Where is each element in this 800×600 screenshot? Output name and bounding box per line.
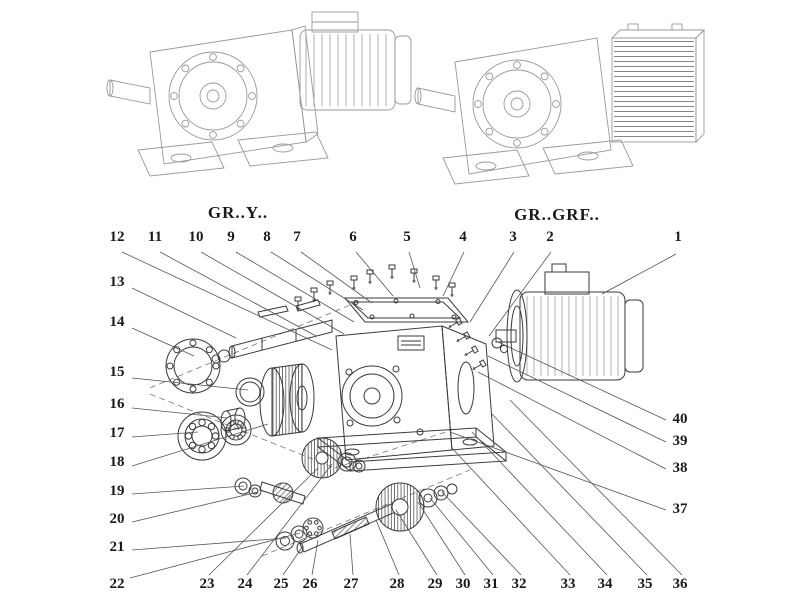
callout-12: 12 xyxy=(109,229,125,245)
assembled-view-gr-grf xyxy=(414,23,706,185)
callout-1: 1 xyxy=(674,229,682,245)
callout-7: 7 xyxy=(293,229,301,245)
callout-34: 34 xyxy=(597,576,613,592)
exploded-view xyxy=(149,263,644,557)
assembled-gearbox xyxy=(106,25,329,177)
callout-10: 10 xyxy=(188,229,204,245)
callout-27: 27 xyxy=(343,576,359,592)
view-title-gr-grf: GR..GRF.. xyxy=(514,205,600,224)
callout-22: 22 xyxy=(109,576,125,592)
seal-ring xyxy=(165,338,221,394)
callout-24: 24 xyxy=(237,576,253,592)
callout-36: 36 xyxy=(672,576,688,592)
callout-35: 35 xyxy=(637,576,653,592)
callout-18: 18 xyxy=(109,454,125,470)
callout-29: 29 xyxy=(427,576,443,592)
exploded-motor xyxy=(495,263,644,383)
callout-20: 20 xyxy=(109,511,125,527)
callout-8: 8 xyxy=(263,229,271,245)
ball-bearing-large xyxy=(177,411,227,461)
callout-13: 13 xyxy=(109,274,125,290)
finned-cover-block xyxy=(610,23,706,144)
callout-6: 6 xyxy=(349,229,357,245)
flange-bolts xyxy=(446,317,509,373)
callout-14: 14 xyxy=(109,314,125,330)
view-title-gr-y: GR..Y.. xyxy=(207,203,269,222)
input-shaft xyxy=(211,299,333,364)
callout-3: 3 xyxy=(509,229,517,245)
callout-32: 32 xyxy=(511,576,527,592)
callout-9: 9 xyxy=(227,229,235,245)
callout-23: 23 xyxy=(199,576,215,592)
callout-40: 40 xyxy=(672,411,688,427)
assembled-gearbox-2 xyxy=(414,37,634,185)
callout-4: 4 xyxy=(459,229,467,245)
callout-39: 39 xyxy=(672,433,688,449)
assembled-view-gr-y xyxy=(106,11,412,177)
gear-housing xyxy=(316,325,508,472)
callout-17: 17 xyxy=(109,425,125,441)
housing-cover xyxy=(343,297,470,323)
assembled-motor xyxy=(299,11,412,111)
ball-bearing-small xyxy=(220,414,252,446)
callout-5: 5 xyxy=(403,229,411,245)
callout-21: 21 xyxy=(109,539,125,555)
callout-31: 31 xyxy=(483,576,499,592)
cover-screws xyxy=(294,264,456,312)
callout-28: 28 xyxy=(389,576,405,592)
callout-15: 15 xyxy=(109,364,125,380)
callout-30: 30 xyxy=(455,576,471,592)
leader-lines xyxy=(121,251,683,579)
callout-33: 33 xyxy=(560,576,576,592)
callout-38: 38 xyxy=(672,460,688,476)
output-shaft-assembly xyxy=(275,482,458,554)
callout-25: 25 xyxy=(273,576,289,592)
callout-2: 2 xyxy=(546,229,554,245)
large-gear xyxy=(259,363,315,437)
callout-37: 37 xyxy=(672,501,688,517)
callout-11: 11 xyxy=(147,229,163,245)
callout-26: 26 xyxy=(302,576,318,592)
callout-16: 16 xyxy=(109,396,125,412)
callout-19: 19 xyxy=(109,483,125,499)
intermediate-gear xyxy=(301,437,366,479)
